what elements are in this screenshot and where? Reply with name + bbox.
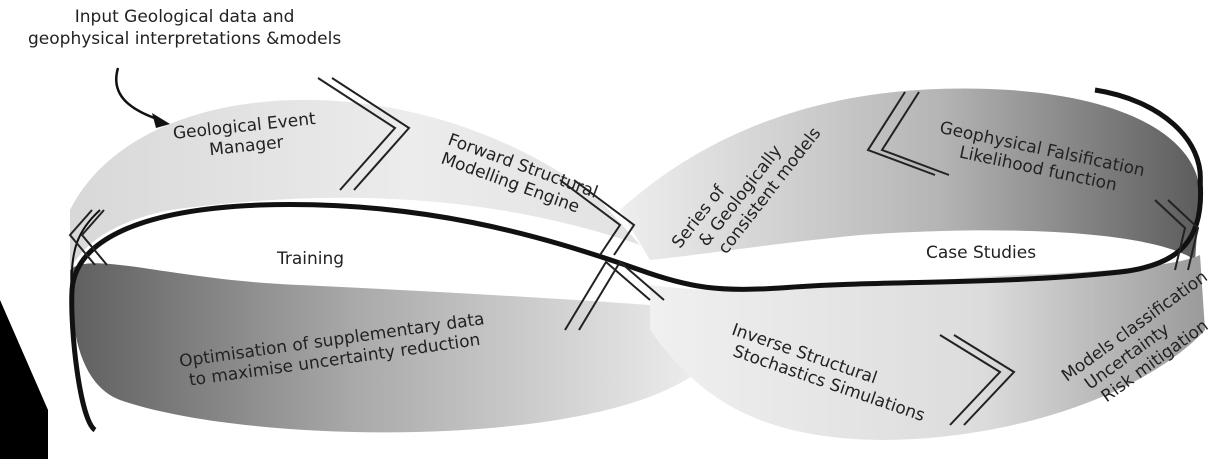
input-arrow-icon bbox=[115, 67, 161, 122]
left-edge-wedge bbox=[0, 300, 48, 459]
input-note-line2: geophysical interpretations &models bbox=[28, 29, 342, 49]
chevron-left-end-icon bbox=[68, 209, 108, 266]
band-upper-left bbox=[70, 99, 640, 271]
input-arrowhead-icon bbox=[152, 113, 170, 128]
chevron-series-icon bbox=[559, 179, 636, 256]
label-training: Training bbox=[277, 249, 345, 269]
input-note: Input Geological data and geophysical in… bbox=[28, 6, 341, 50]
chevron-inverse-icon bbox=[564, 260, 665, 331]
chevron-forward-icon bbox=[317, 77, 411, 191]
band-lower-left bbox=[70, 263, 700, 433]
band-upper-right bbox=[620, 88, 1200, 260]
input-note-line1: Input Geological data and bbox=[74, 7, 295, 27]
band-top-edge-right bbox=[1094, 87, 1203, 186]
band-lower-right bbox=[650, 255, 1205, 440]
chevron-right-end-icon bbox=[1154, 199, 1200, 271]
chevron-falsification-icon bbox=[866, 91, 950, 176]
chevron-classification-icon bbox=[939, 334, 1016, 426]
label-case-studies: Case Studies bbox=[926, 243, 1037, 263]
figure-eight-outline bbox=[69, 179, 1204, 433]
